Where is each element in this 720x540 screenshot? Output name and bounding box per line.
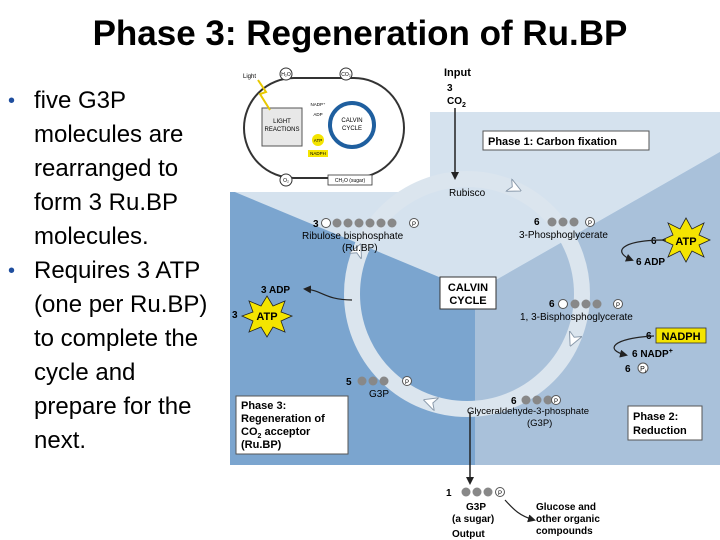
pga-molecule: 6 P 3-Phosphoglycerate	[519, 217, 608, 241]
calvin-cycle-label: CALVIN	[448, 282, 488, 294]
rubisco-label: Rubisco	[449, 188, 486, 199]
calvin-cycle-label: CYCLE	[449, 295, 486, 307]
svg-text:CYCLE: CYCLE	[342, 126, 362, 132]
bullet-dot-icon: •	[8, 90, 16, 112]
pi-output-count: 6	[625, 364, 631, 375]
bullet-dot-icon: •	[8, 260, 16, 282]
nadph-arrow	[613, 335, 655, 358]
svg-text:(G3P): (G3P)	[527, 418, 552, 429]
bullet-item: • five G3P molecules are rearranged to fo…	[6, 84, 224, 254]
chloroplast-thumbnail: LIGHT REACTIONS CALVIN CYCLE Light H₂O C…	[230, 62, 430, 192]
svg-text:O₂: O₂	[283, 178, 289, 184]
calvin-cycle-ring	[344, 171, 590, 417]
phase2-label-box	[627, 405, 703, 441]
svg-text:NADPH: NADPH	[310, 151, 326, 156]
svg-text:6: 6	[534, 217, 540, 228]
svg-text:Phase 3:: Phase 3:	[241, 400, 286, 412]
svg-text:(Ru.BP): (Ru.BP)	[342, 243, 378, 254]
svg-text:P: P	[588, 221, 592, 227]
glucose-label: compounds	[536, 526, 593, 537]
svg-text:(a sugar): (a sugar)	[452, 514, 494, 525]
g3p5-molecule: 5 P G3P	[346, 376, 412, 400]
input-molecule: CO2	[447, 96, 466, 109]
svg-text:REACTIONS: REACTIONS	[264, 127, 299, 133]
svg-text:6: 6	[511, 396, 517, 407]
pi-output-label: Pi	[640, 366, 646, 375]
svg-text:Glyceraldehyde-3-phosphate: Glyceraldehyde-3-phosphate	[467, 406, 589, 417]
bpg-molecule: 6 P 1, 3-Bisphosphoglycerate	[520, 299, 633, 323]
svg-text:3: 3	[313, 219, 319, 230]
svg-text:ATP: ATP	[256, 311, 277, 323]
glucose-arrow	[504, 499, 536, 523]
phase3-atp: 3 ADP 3 ATP	[232, 285, 353, 338]
phase2-label: Phase 2:	[633, 411, 678, 423]
g3p6-molecule: 6 P Glyceraldehyde-3-phosphate (G3P)	[467, 395, 589, 429]
atp-arrow	[621, 239, 667, 262]
svg-text:CO2 acceptor: CO2 acceptor	[241, 426, 311, 440]
svg-text:NADP⁺: NADP⁺	[311, 102, 327, 107]
svg-text:3: 3	[232, 310, 238, 321]
svg-text:ATP: ATP	[314, 138, 322, 143]
phase3-label: Phase 3: Regeneration of CO2 acceptor (R…	[235, 395, 349, 455]
svg-text:G3P: G3P	[369, 389, 389, 400]
svg-text:G3P: G3P	[466, 502, 486, 513]
phase1-label-box	[482, 130, 650, 151]
svg-text:CO₂: CO₂	[341, 72, 351, 78]
svg-text:6: 6	[651, 236, 657, 247]
input-label: Input	[444, 67, 471, 79]
adp-output: 6 ADP	[636, 257, 665, 268]
svg-text:CH₂O (sugar): CH₂O (sugar)	[335, 178, 366, 184]
svg-text:P: P	[554, 399, 558, 405]
svg-text:Light: Light	[243, 74, 256, 80]
svg-text:3-Phosphoglycerate: 3-Phosphoglycerate	[519, 230, 608, 241]
svg-text:P: P	[405, 380, 409, 386]
svg-text:LIGHT: LIGHT	[273, 119, 291, 125]
phase1-label: Phase 1: Carbon fixation	[488, 136, 617, 148]
svg-text:H₂O: H₂O	[281, 72, 291, 78]
svg-text:P: P	[412, 222, 416, 228]
nadph-box	[655, 327, 707, 344]
nadp-output: 6 NADP+	[632, 348, 673, 360]
glucose-label: other organic	[536, 514, 600, 525]
svg-text:6: 6	[549, 299, 555, 310]
svg-text:P: P	[498, 491, 502, 497]
svg-text:5: 5	[346, 377, 352, 388]
svg-text:ADP: ADP	[313, 112, 322, 117]
glucose-label: Glucose and	[536, 502, 596, 513]
svg-text:ATP: ATP	[675, 236, 696, 248]
atp-input: 6 ATP	[651, 217, 711, 263]
svg-text:Regeneration of: Regeneration of	[241, 413, 325, 425]
svg-text:1: 1	[446, 488, 452, 499]
svg-text:P: P	[616, 303, 620, 309]
phase2-label: Reduction	[633, 425, 687, 437]
svg-text:CALVIN: CALVIN	[341, 118, 362, 124]
svg-text:Output: Output	[452, 529, 485, 540]
rubp-molecule: 3 P Ribulose bisphosphate (Ru.BP)	[302, 218, 419, 254]
svg-text:1, 3-Bisphosphoglycerate: 1, 3-Bisphosphoglycerate	[520, 312, 633, 323]
bullet-list: • five G3P molecules are rearranged to fo…	[6, 84, 224, 458]
atp-burst-icon	[240, 295, 294, 338]
bullet-item: • Requires 3 ATP (one per Ru.BP) to compl…	[6, 254, 224, 458]
slide-title: Phase 3: Regeneration of Ru.BP	[92, 14, 628, 53]
nadph-label: NADPH	[661, 331, 700, 343]
input-count: 3	[447, 83, 453, 94]
svg-text:Ribulose bisphosphate: Ribulose bisphosphate	[302, 231, 404, 242]
svg-text:3 ADP: 3 ADP	[261, 285, 290, 296]
bullet-text: five G3P molecules are rearranged to for…	[34, 87, 184, 250]
output-g3p: 1 P G3P (a sugar) Output	[446, 487, 505, 540]
atp-burst-icon	[661, 217, 711, 263]
bullet-text: Requires 3 ATP (one per Ru.BP) to comple…	[34, 257, 208, 454]
calvin-cycle-label-box	[439, 276, 497, 310]
svg-text:(Ru.BP): (Ru.BP)	[241, 439, 282, 451]
pi-output-icon	[637, 362, 649, 374]
